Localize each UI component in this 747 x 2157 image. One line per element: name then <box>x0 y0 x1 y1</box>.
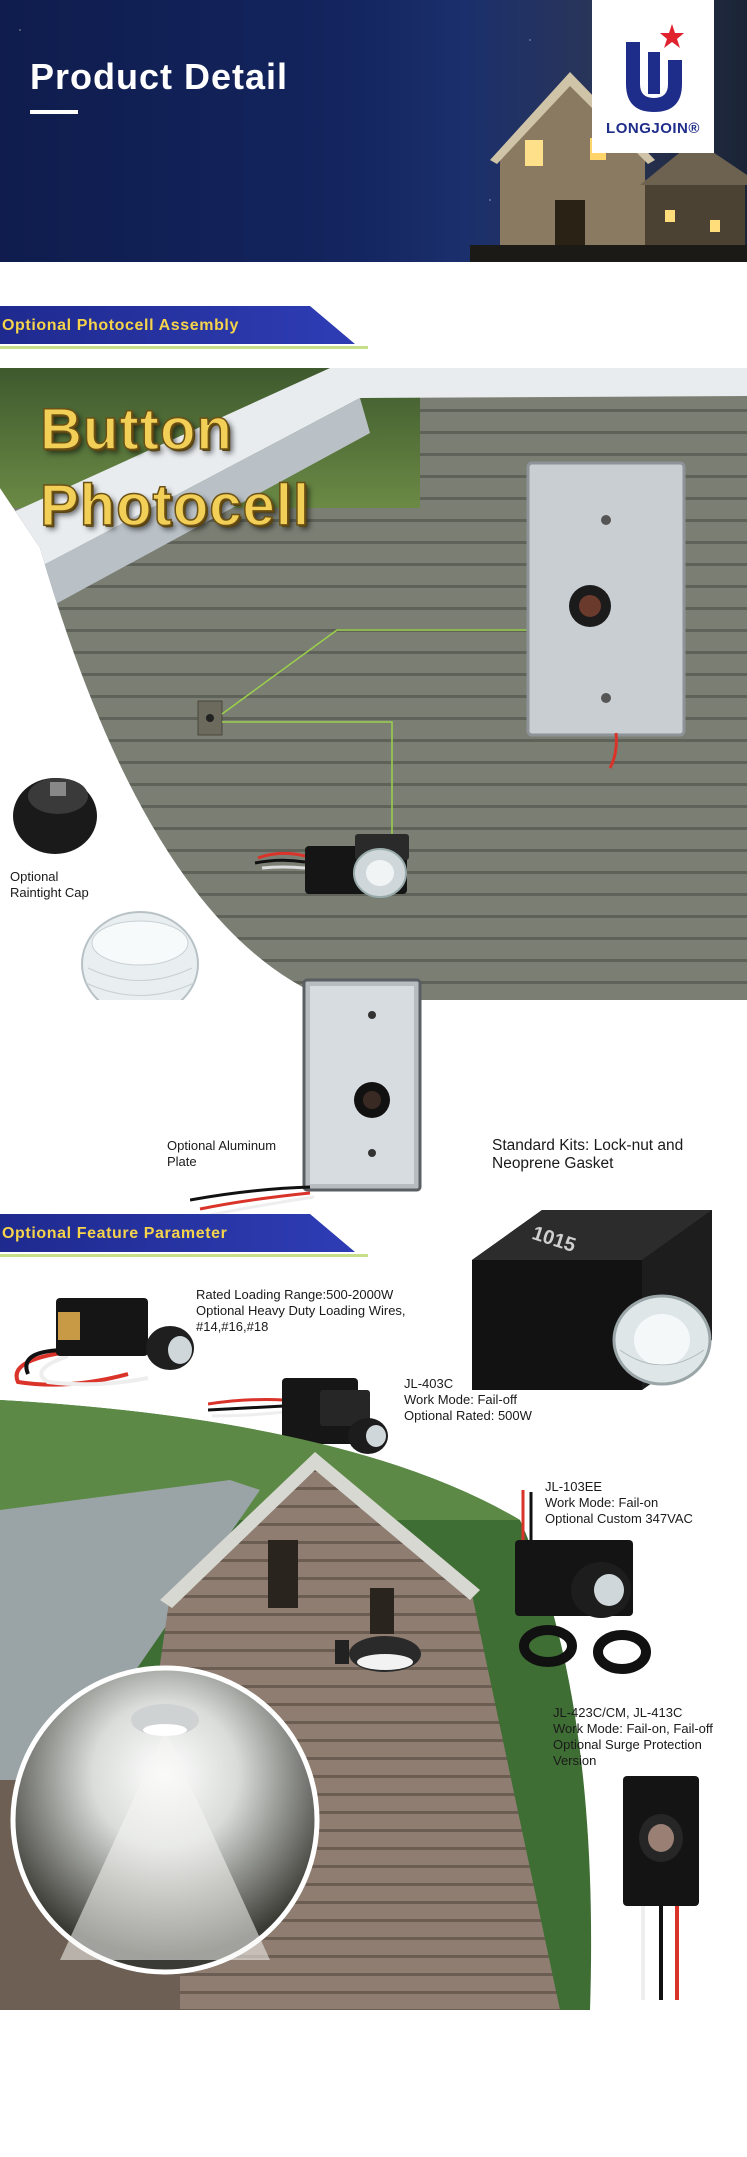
aluminum-plate-image <box>190 978 422 1217</box>
caption-standard-kits: Standard Kits: Lock-nut and Neoprene Gas… <box>492 1137 684 1172</box>
jl103ee-photocell-image <box>515 1490 651 1674</box>
title-underline <box>30 110 78 114</box>
section-header-assembly: Optional Photocell Assembly <box>0 306 368 352</box>
standard-kit-photocell-image: 1015 <box>472 1210 712 1390</box>
section-header-line <box>0 346 368 349</box>
header-banner: Product Detail LONGJOIN® <box>0 0 747 262</box>
page-title: Product Detail <box>30 56 289 97</box>
jl423c-photocell-image <box>623 1776 699 2000</box>
house-wall-scene: Button Photocell Optional Raintight Cap <box>0 368 747 1000</box>
jl403c-photocell-image <box>208 1378 388 1454</box>
barn-lamp-image <box>335 1636 421 1672</box>
black-cap-image <box>13 778 97 854</box>
house-wall-illustration <box>0 368 747 1000</box>
caption-aluminum-plate: Optional Aluminum Plate <box>167 1138 277 1169</box>
barn-illustration <box>0 1400 592 2010</box>
longjoin-logo-icon <box>626 24 684 112</box>
section-header-label: Optional Feature Parameter <box>2 1225 228 1242</box>
brand-logo: LONGJOIN® <box>592 0 714 153</box>
caption-heavy-duty: Rated Loading Range:500-2000W Optional H… <box>196 1287 406 1334</box>
caption-jl403c: JL-403C Work Mode: Fail-off Optional Rat… <box>404 1376 532 1423</box>
hero-title-line1: Button <box>39 396 233 463</box>
section-header-label: Optional Photocell Assembly <box>2 317 239 334</box>
section-header-line <box>0 1254 368 1257</box>
section-header-feature: Optional Feature Parameter <box>0 1214 368 1260</box>
barn-scene <box>0 1400 747 2010</box>
lamp-closeup-image <box>10 1665 320 1975</box>
wall-plate-image <box>526 461 686 769</box>
clear-cap-image <box>81 911 199 1000</box>
section-header-bar <box>0 306 355 344</box>
caption-raintight-cap: Optional Raintight Cap <box>10 869 89 900</box>
night-barn-image <box>470 72 747 262</box>
logo-wordmark: LONGJOIN® <box>606 120 700 137</box>
caption-jl423c: JL-423C/CM, JL-413C Work Mode: Fail-on, … <box>553 1705 713 1768</box>
hero-title-line2: Photocell <box>39 472 311 539</box>
section-header-bar <box>0 1214 355 1252</box>
photocell-wires-image <box>254 834 409 898</box>
caption-jl103ee: JL-103EE Work Mode: Fail-on Optional Cus… <box>545 1479 693 1526</box>
heavy-duty-photocell-image <box>14 1298 194 1387</box>
